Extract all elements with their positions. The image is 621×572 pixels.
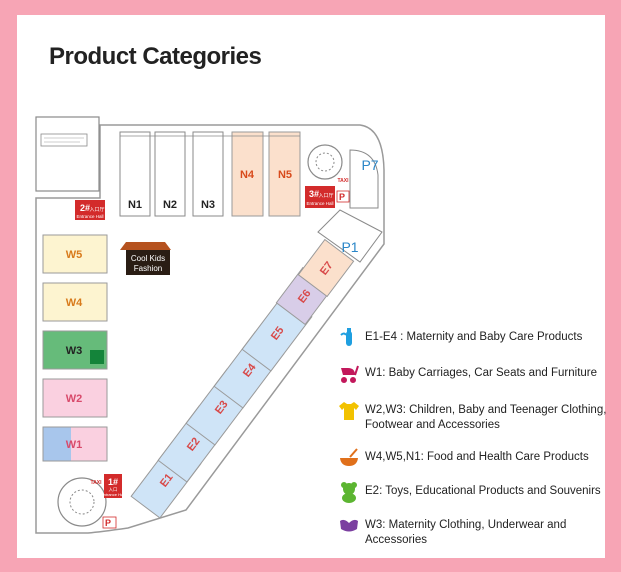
- food-bowl-icon: [340, 448, 358, 466]
- entrance-1-number: 1#: [108, 477, 118, 487]
- landmark-line1: Cool Kids: [131, 254, 165, 263]
- landmark-line2: Fashion: [134, 264, 162, 273]
- booth-w2[interactable]: [42, 378, 108, 418]
- parking-p1-label: P1: [341, 239, 358, 255]
- booth-w2-label: W2: [66, 393, 83, 405]
- parking-sign-south: [102, 516, 117, 529]
- page-title: Product Categories: [49, 43, 262, 70]
- stroller-icon: [341, 365, 359, 383]
- booth-w5-label: W5: [66, 249, 83, 261]
- entrance-2-marker[interactable]: [75, 200, 105, 220]
- booth-n4-label: N4: [240, 169, 255, 181]
- booth-n5[interactable]: [268, 131, 301, 217]
- booth-n5-label: N5: [278, 169, 292, 181]
- entrance-3-number: 3#: [309, 189, 319, 199]
- office-building: [35, 116, 100, 192]
- booth-n3[interactable]: [192, 131, 224, 217]
- underwear-icon: [340, 519, 358, 532]
- taxi-label-south: TAXI: [90, 480, 102, 486]
- legend-text: W4,W5,N1: Food and Health Care Products: [365, 451, 589, 463]
- parking-p-south: P: [105, 518, 111, 528]
- booth-w5[interactable]: [42, 234, 108, 274]
- parking-p7-label: P7: [361, 157, 378, 173]
- entrance-1-en: Entrance Hall: [101, 492, 125, 497]
- booth-w1-highlight: [43, 427, 71, 461]
- booth-n2-label: N2: [163, 199, 177, 211]
- legend-text: E1-E4 : Maternity and Baby Care Products: [365, 331, 583, 343]
- booth-n3-label: N3: [201, 199, 215, 211]
- entrance-3-en: Entrance Hall: [306, 201, 333, 206]
- booth-w3-marker: [90, 350, 104, 364]
- entrance-2-en: Entrance Hall: [76, 214, 103, 219]
- east-booths: [130, 238, 355, 519]
- taxi-label-north: TAXI: [337, 178, 349, 184]
- north-booths: [119, 131, 301, 217]
- clothing-icon: [339, 402, 359, 420]
- toy-bear-icon: [341, 482, 357, 503]
- entrance-3-marker[interactable]: [305, 186, 335, 208]
- booth-e7[interactable]: [297, 238, 355, 298]
- booth-n1[interactable]: [119, 131, 151, 217]
- west-booths: [42, 234, 108, 462]
- bottle-icon: [340, 328, 352, 346]
- entrance-1-cn: 入口: [109, 487, 118, 493]
- booth-w4[interactable]: [42, 282, 108, 322]
- legend-text: E2: Toys, Educational Products and Souve…: [365, 485, 601, 497]
- entrance-1-marker[interactable]: [104, 474, 122, 498]
- parking-p1-area: [317, 209, 383, 263]
- booth-w1-label: W1: [66, 439, 83, 451]
- landmark-roof: [120, 242, 171, 250]
- booth-w4-label: W4: [66, 297, 83, 309]
- parking-p-north: P: [339, 192, 345, 202]
- booth-n4[interactable]: [231, 131, 264, 217]
- booth-n1-label: N1: [128, 199, 142, 211]
- entrance-2-number: 2#: [80, 203, 90, 213]
- entrance-2-cn: 入口厅: [89, 207, 104, 213]
- entrance-3-cn: 入口厅: [318, 193, 333, 199]
- landmark-cool-kids-fashion[interactable]: [126, 250, 170, 275]
- office-sign: [40, 133, 88, 147]
- booth-w3-label: W3: [66, 345, 83, 357]
- booth-n2[interactable]: [154, 131, 186, 217]
- legend-text: W3: Maternity Clothing, Underwear and Ac…: [365, 519, 567, 546]
- legend-text: W2,W3: Children, Baby and Teenager Cloth…: [365, 404, 607, 431]
- building-outline: [35, 124, 385, 534]
- legend-text: W1: Baby Carriages, Car Seats and Furnit…: [365, 367, 598, 379]
- parking-sign-north: [336, 190, 350, 203]
- parking-p7-area: [349, 149, 379, 209]
